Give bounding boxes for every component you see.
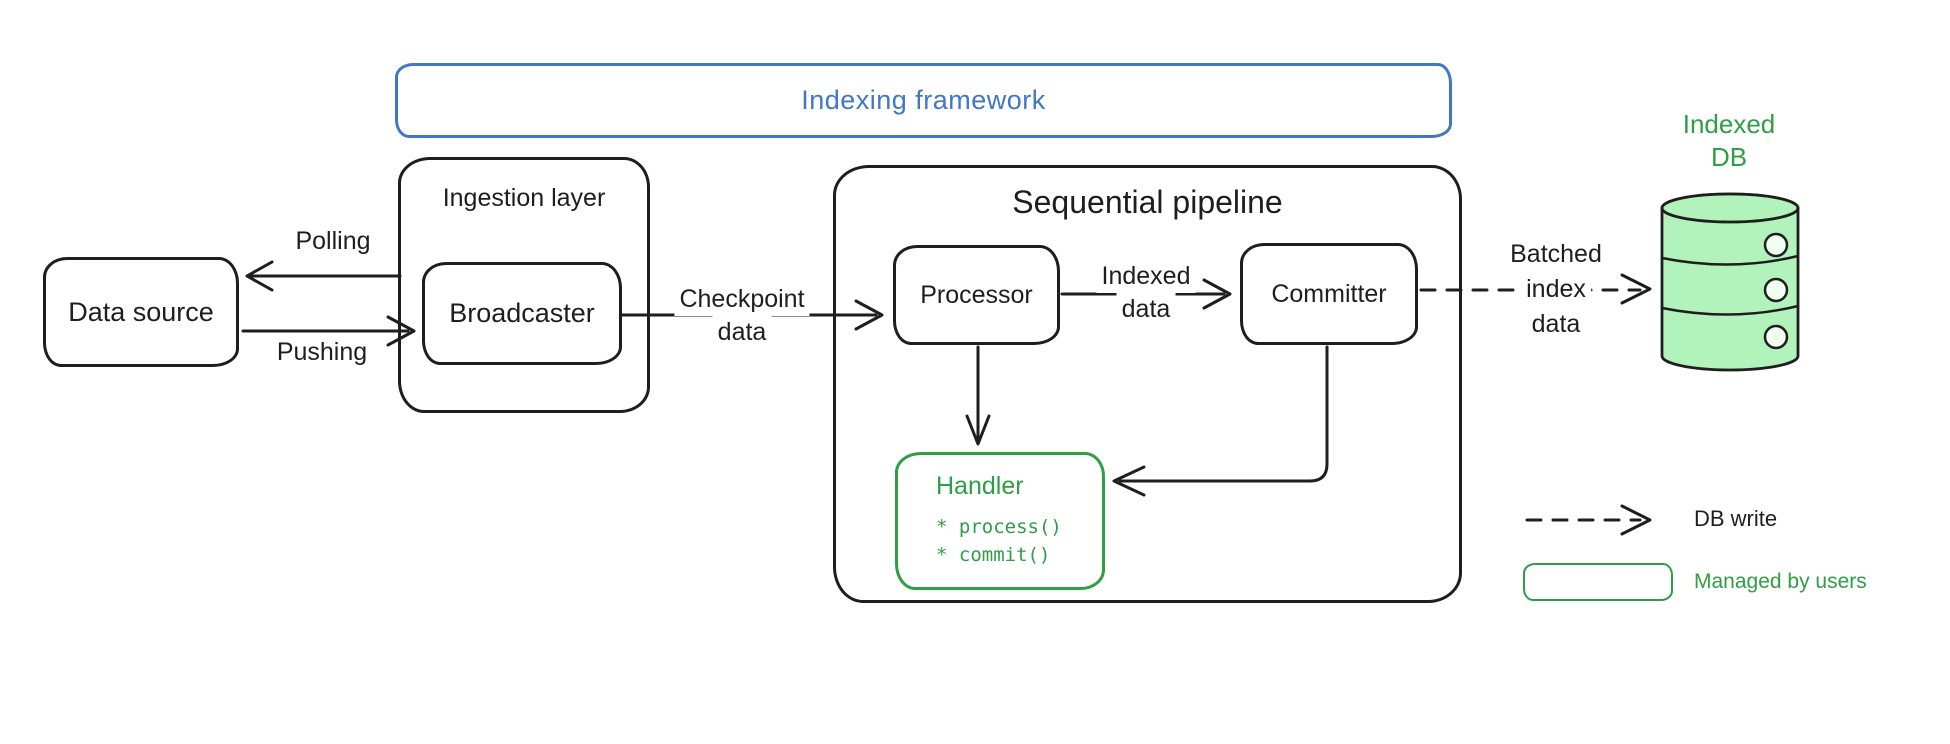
indexed-data-line1: Indexed: [1096, 260, 1196, 293]
checkpoint-data-line1: Checkpoint: [674, 283, 810, 316]
committer-node: Committer: [1240, 243, 1418, 345]
checkpoint-data-line2: data: [712, 316, 772, 349]
pushing-label: Pushing: [272, 338, 372, 367]
checkpoint-data-label: Checkpoint data: [674, 283, 810, 349]
handler-method-process: * process(): [936, 516, 1062, 538]
processor-label: Processor: [920, 280, 1033, 309]
polling-arrow: [245, 260, 402, 292]
indexed-db-label-line2: DB: [1710, 142, 1748, 172]
legend-managed-by-users-box: [1523, 563, 1673, 601]
legend-managed-by-users-label: Managed by users: [1694, 570, 1867, 593]
legend-db-write-arrow: [1525, 504, 1652, 536]
handler-method-commit: * commit(): [936, 544, 1051, 566]
sequential-pipeline-label: Sequential pipeline: [1012, 184, 1283, 220]
indexed-data-label: Indexed data: [1096, 260, 1196, 326]
batched-index-line3: data: [1531, 310, 1581, 338]
handler-title: Handler: [936, 472, 1024, 500]
ingestion-layer-label: Ingestion layer: [442, 184, 606, 212]
indexing-framework-frame: Indexing framework: [395, 63, 1452, 138]
data-source-label: Data source: [68, 296, 214, 327]
batched-index-line2: index: [1521, 272, 1591, 307]
database-icon: [1660, 192, 1800, 372]
batched-index-data-label: Batched index data: [1510, 237, 1602, 342]
batched-index-line1: Batched: [1510, 240, 1602, 268]
committer-label: Committer: [1271, 279, 1387, 308]
processor-node: Processor: [893, 245, 1060, 345]
indexing-framework-label: Indexing framework: [801, 85, 1046, 115]
data-source-node: Data source: [43, 257, 239, 367]
handler-node: Handler * process() * commit(): [895, 452, 1105, 590]
indexed-db-label-line1: Indexed: [1682, 109, 1776, 139]
legend-db-write-label: DB write: [1694, 506, 1778, 531]
indexed-db-label: Indexed DB: [1683, 108, 1776, 174]
polling-label: Polling: [291, 227, 375, 256]
indexed-data-line2: data: [1116, 293, 1176, 326]
broadcaster-node: Broadcaster: [422, 262, 622, 365]
broadcaster-label: Broadcaster: [449, 298, 595, 328]
